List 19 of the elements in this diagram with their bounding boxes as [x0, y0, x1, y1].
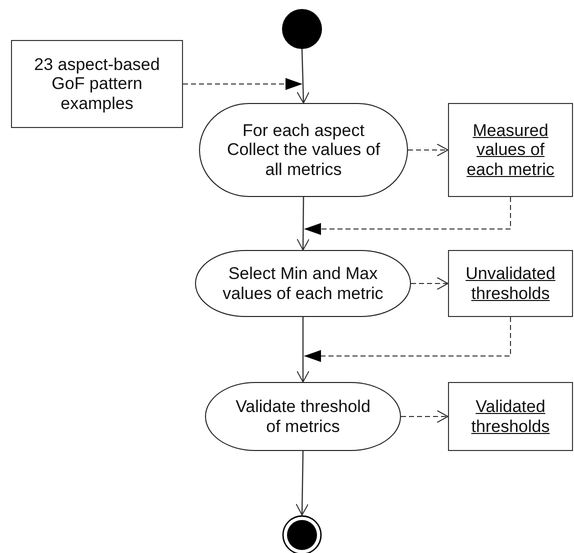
control-flow-arrow — [296, 48, 310, 104]
control-flow-arrow — [296, 197, 310, 250]
activity-box: Select Min and Max values of each metric — [195, 250, 411, 317]
activity-box: Validate threshold of metrics — [205, 382, 401, 451]
object-flow-arrow — [304, 196, 511, 235]
input-object-box: 23 aspect-based GoF pattern examples — [11, 40, 183, 128]
object-flow-arrow — [408, 144, 448, 156]
control-flow-arrow — [296, 317, 310, 382]
start-node — [282, 9, 322, 49]
control-flow-arrow — [296, 450, 309, 516]
object-box: Validated thresholds — [448, 382, 573, 451]
activity-box: For each aspect Collect the values of all metrics — [199, 103, 408, 197]
object-flow-arrow — [304, 316, 511, 362]
end-node — [282, 515, 322, 553]
object-box: Measured values of each metric — [448, 103, 573, 197]
object-flow-arrow — [410, 277, 448, 290]
object-flow-arrow — [182, 78, 303, 90]
object-box: Unvalidated thresholds — [448, 250, 573, 317]
object-flow-arrow — [400, 410, 448, 423]
